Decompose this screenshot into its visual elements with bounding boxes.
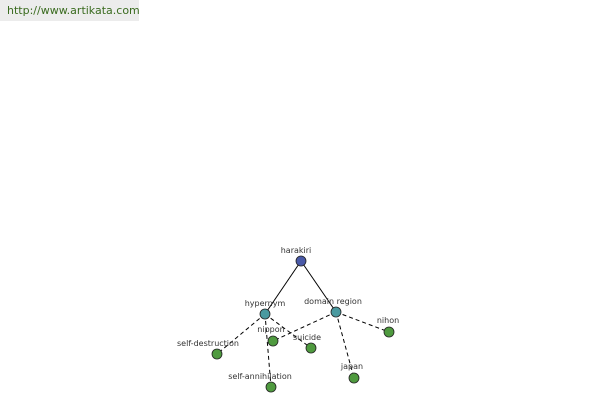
node-hypernym[interactable]: hypernym <box>245 299 286 320</box>
term-node-dot <box>267 335 279 347</box>
node-label-domain-region: domain region <box>304 297 362 306</box>
term-node-dot <box>265 381 277 393</box>
node-label-suicide: suicide <box>293 333 321 342</box>
node-domain-region[interactable]: domain region <box>304 297 362 318</box>
node-label-self-destruction: self-destruction <box>177 339 239 348</box>
term-node-dot <box>211 348 223 360</box>
node-label-nihon: nihon <box>377 316 399 325</box>
edge-domain-region-nippon <box>272 311 337 342</box>
node-harakiri[interactable]: harakiri <box>281 246 312 267</box>
term-node-dot <box>383 326 395 338</box>
relation-node-dot <box>330 306 342 318</box>
term-node-dot <box>305 342 317 354</box>
edge-hypernym-suicide <box>264 313 312 349</box>
node-label-nippon: nippon <box>257 325 284 334</box>
node-suicide[interactable]: suicide <box>293 333 321 354</box>
node-label-self-annihilation: self-annihilation <box>228 372 292 381</box>
edge-harakiri-domain-region <box>300 260 337 313</box>
node-self-annihilation[interactable]: self-annihilation <box>228 372 292 393</box>
edge-domain-region-nihon <box>335 311 390 333</box>
node-nippon[interactable]: nippon <box>257 325 285 347</box>
root-node-dot <box>295 255 307 267</box>
node-self-destruction[interactable]: self-destruction <box>177 339 239 360</box>
node-japan[interactable]: japan <box>340 362 363 384</box>
edge-hypernym-self-destruction <box>216 313 266 355</box>
edge-hypernym-self-annihilation <box>264 313 272 388</box>
relation-node-dot <box>259 308 271 320</box>
edge-domain-region-japan <box>335 311 355 379</box>
node-nihon[interactable]: nihon <box>377 316 399 338</box>
node-label-hypernym: hypernym <box>245 299 286 308</box>
term-node-dot <box>348 372 360 384</box>
node-label-japan: japan <box>340 362 363 371</box>
node-label-harakiri: harakiri <box>281 246 312 255</box>
site-url-link[interactable]: http://www.artikata.com <box>0 0 140 21</box>
edge-harakiri-hypernym <box>264 260 302 315</box>
